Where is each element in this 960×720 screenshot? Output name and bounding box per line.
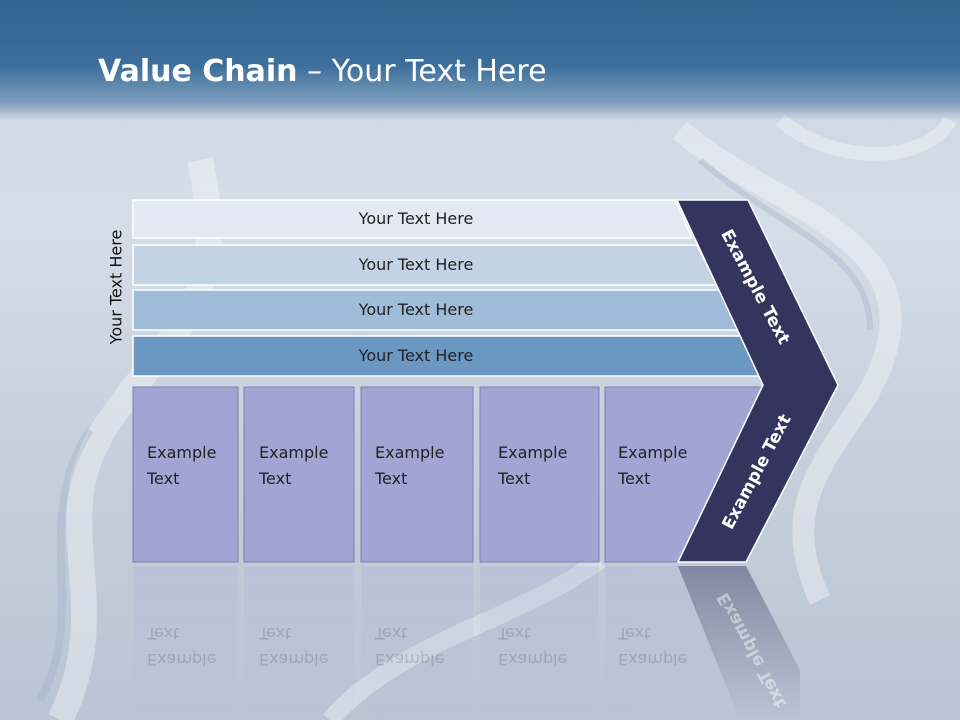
column-5-text: Example Text: [618, 443, 688, 488]
bar-3-label: Your Text Here: [358, 300, 474, 319]
header-band: [0, 0, 960, 120]
column-5-reflection: [605, 566, 720, 720]
bar-1-label: Your Text Here: [358, 209, 474, 228]
title-rest: – Your Text Here: [297, 54, 547, 89]
page-title: Value Chain – Your Text Here: [98, 54, 547, 89]
column-5-text-reflection: Example Text: [618, 624, 688, 669]
bar-2-label: Your Text Here: [358, 255, 474, 274]
column-2-reflection: [244, 566, 354, 720]
column-3-text-reflection: Example Text: [375, 624, 445, 669]
column-3-reflection: [361, 566, 473, 720]
column-1-text-reflection: Example Text: [147, 624, 217, 669]
column-4-text-reflection: Example Text: [498, 624, 568, 669]
column-3-text: Example Text: [375, 443, 445, 488]
column-4-text: Example Text: [498, 443, 568, 488]
chevron-arrow: [675, 199, 839, 563]
title-bold: Value Chain: [98, 54, 298, 89]
column-2-text: Example Text: [259, 443, 329, 488]
column-4-reflection: [480, 566, 599, 720]
column-1-reflection: [133, 566, 238, 720]
column-4: [479, 386, 600, 563]
column-2: [243, 386, 355, 563]
column-1: [132, 386, 239, 563]
column-3: [360, 386, 474, 563]
column-2-text-reflection: Example Text: [259, 624, 329, 669]
bar-1: [132, 199, 694, 239]
column-1-text: Example Text: [147, 443, 217, 488]
chevron-reflection: [678, 566, 800, 720]
bar-4-label: Your Text Here: [358, 346, 474, 365]
